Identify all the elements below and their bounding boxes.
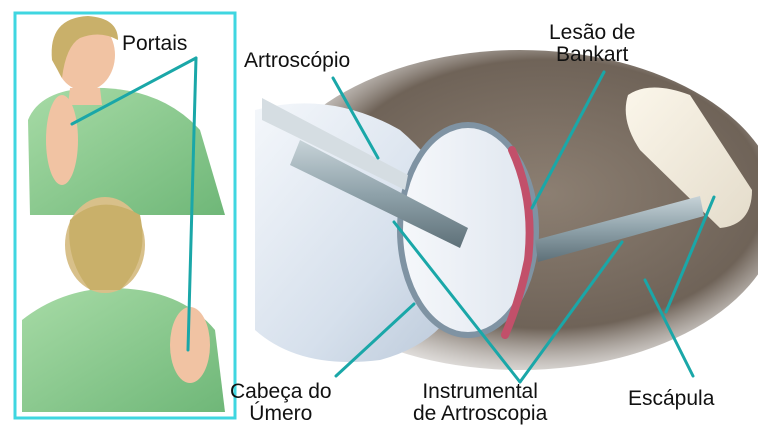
patient-panel xyxy=(15,13,235,418)
label-portais: Portais xyxy=(122,33,187,55)
label-artroscopio: Artroscópio xyxy=(244,50,350,72)
label-instrumental-artroscopia: Instrumental de Artroscopia xyxy=(413,381,547,425)
label-lesao-bankart: Lesão de Bankart xyxy=(549,22,635,66)
arthroscopic-view xyxy=(255,50,758,370)
label-cabeca-umero: Cabeça do Úmero xyxy=(230,381,332,425)
label-escapula: Escápula xyxy=(628,388,714,410)
